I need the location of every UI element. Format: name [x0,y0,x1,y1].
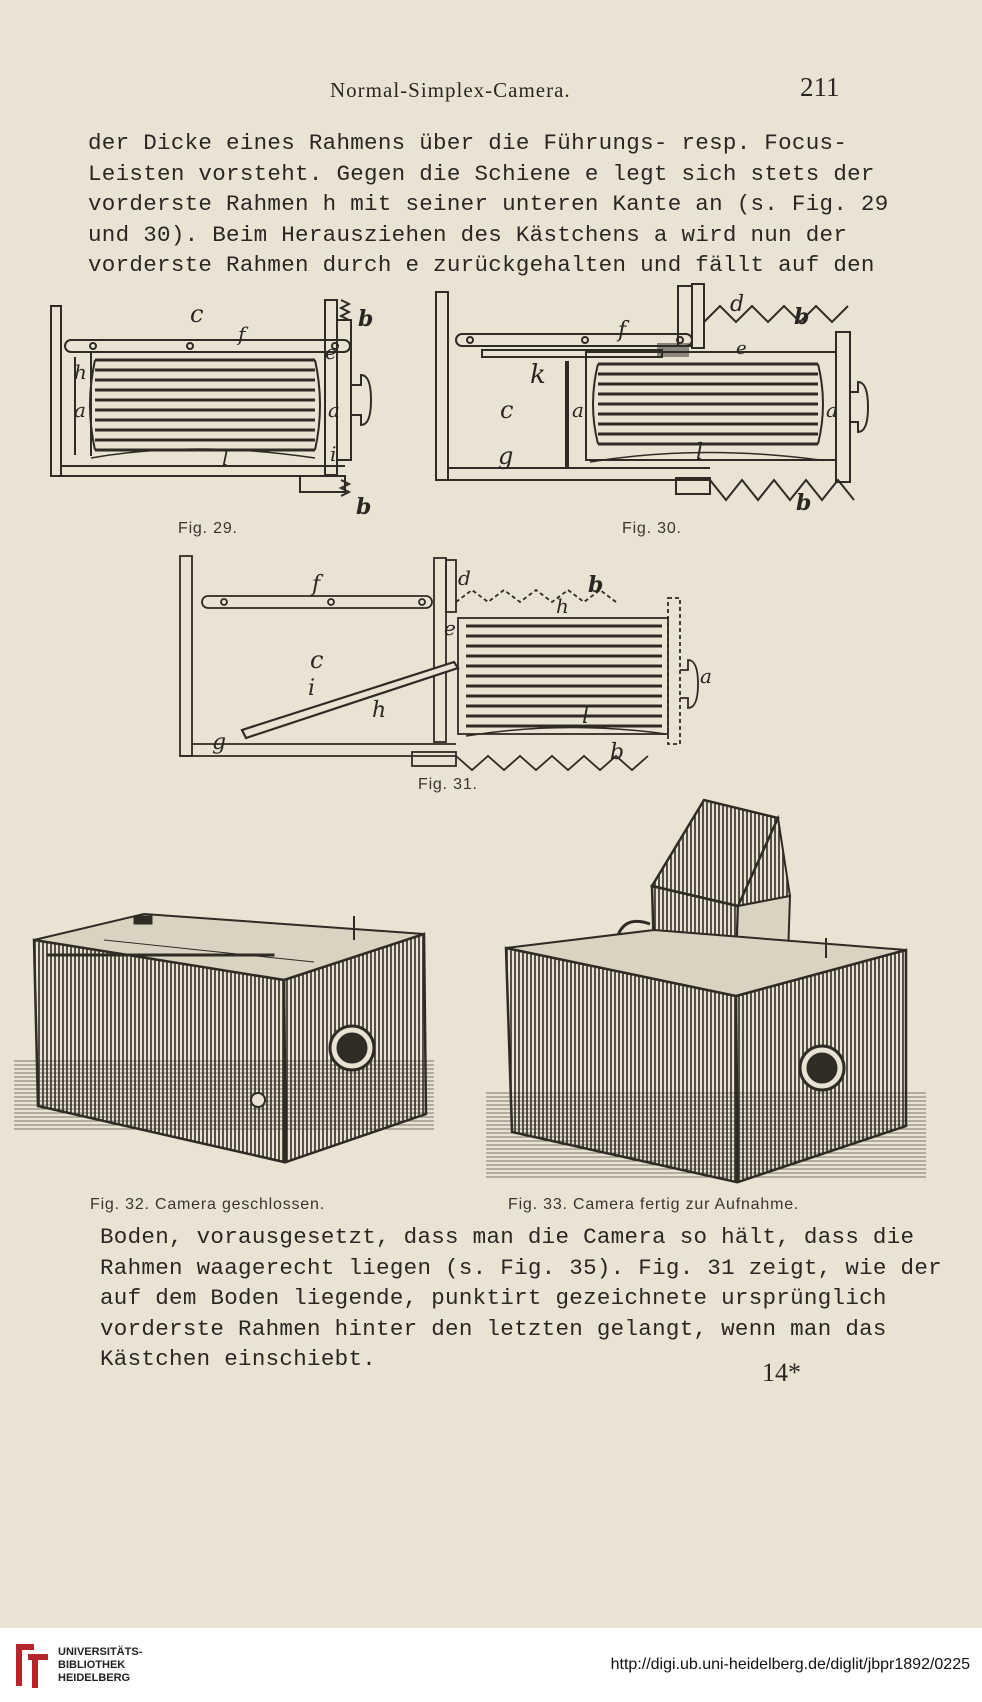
paragraph-top: der Dicke eines Rahmens über die Führung… [88,128,889,281]
text-line: auf dem Boden liegende, punktirt gezeich… [100,1285,887,1311]
text-line: Leisten vorsteht. Gegen die Schiene e le… [88,160,875,187]
library-line: UNIVERSITÄTS- [58,1646,143,1658]
text-line: vorderste Rahmen durch e zurückgehalten … [88,252,875,278]
figure-29-label-b-top: b [358,306,374,332]
figure-31-label-g: g [212,730,227,755]
figure-32-engraving [14,912,434,1164]
figure-29-label-b-bottom: b [356,494,372,520]
page-number: 211 [800,72,840,102]
figure-31-label-a: a [700,664,712,688]
figure-31-label-h-bottom: h [372,698,387,723]
figure-29-label-c: c [190,300,204,328]
figure-29-diagram [50,299,373,497]
figure-33-engraving [486,798,926,1184]
scanned-page: Normal-Simplex-Camera. 211 der Dicke ein… [14,72,942,1387]
paragraph-bottom: Boden, vorausgesetzt, dass man die Camer… [100,1222,942,1375]
figure-31-label-b: b [588,572,604,598]
figure-31-label-f: f [312,572,321,597]
figure-29-label-f: f [238,322,246,346]
footer-bar: UNIVERSITÄTS- BIBLIOTHEK HEIDELBERG http… [0,1628,982,1702]
figure-29-label-a-left: a [74,398,86,422]
library-name: UNIVERSITÄTS- BIBLIOTHEK HEIDELBERG [58,1646,142,1685]
source-url-link[interactable]: http://digi.ub.uni-heidelberg.de/diglit/… [610,1656,970,1673]
figure-30-label-a-right: a [826,398,838,422]
text-line: Boden, vorausgesetzt, dass man die Camer… [100,1224,915,1250]
figure-30-label-c: c [500,396,514,424]
text-line: vorderste Rahmen hinter den letzten gela… [100,1315,887,1342]
text-line: vorderste Rahmen h mit seiner unteren Ka… [88,191,889,217]
figure-31-label-b-bottom: b [610,740,625,765]
figure-29-caption: Fig. 29. [178,520,238,537]
signature-mark: 14* [762,1358,801,1387]
figure-29-label-a-right: a [328,398,340,422]
figure-31-label-l: l [582,704,590,729]
figure-30-label-e: e [736,338,747,359]
figure-29-label-e: e [325,340,337,364]
running-title: Normal-Simplex-Camera. [330,78,571,102]
figure-30-label-g: g [498,442,514,470]
figure-30-label-b-top: b [794,304,810,330]
text-line: und 30). Beim Herausziehen des Kästchens… [88,221,848,248]
figure-31-label-h-top: h [556,594,569,618]
figure-30-label-b-bottom: b [796,490,812,516]
text-line: der Dicke eines Rahmens über die Führung… [88,130,848,156]
figure-31-label-e: e [444,616,456,640]
text-line: Kästchen einschiebt. [100,1346,377,1372]
text-line: Rahmen waagerecht liegen (s. Fig. 35). F… [100,1254,942,1281]
figure-31-caption: Fig. 31. [418,776,478,793]
figure-33-caption: Fig. 33. Camera fertig zur Aufnahme. [508,1196,800,1213]
figure-31-diagram [179,555,699,772]
figure-29-label-l: l [222,446,229,470]
figure-30-label-k: k [530,360,546,390]
library-logo-icon [16,1644,48,1688]
figure-31-label-i: i [308,676,316,701]
figure-30-caption: Fig. 30. [622,520,682,537]
library-line: HEIDELBERG [58,1672,131,1684]
figure-31-label-d: d [458,566,471,590]
figure-30-label-d: d [730,292,745,317]
figure-30-label-f: f [618,318,627,343]
figure-31-label-c: c [310,646,324,674]
figure-29-label-i: i [330,442,337,466]
figure-29-label-h: h [74,360,87,384]
library-line: BIBLIOTHEK [58,1659,126,1671]
figure-30-diagram [435,283,870,502]
figure-30-label-a-left: a [572,398,584,422]
figure-30-label-l: l [696,440,704,465]
figure-32-caption: Fig. 32. Camera geschlossen. [90,1196,325,1213]
